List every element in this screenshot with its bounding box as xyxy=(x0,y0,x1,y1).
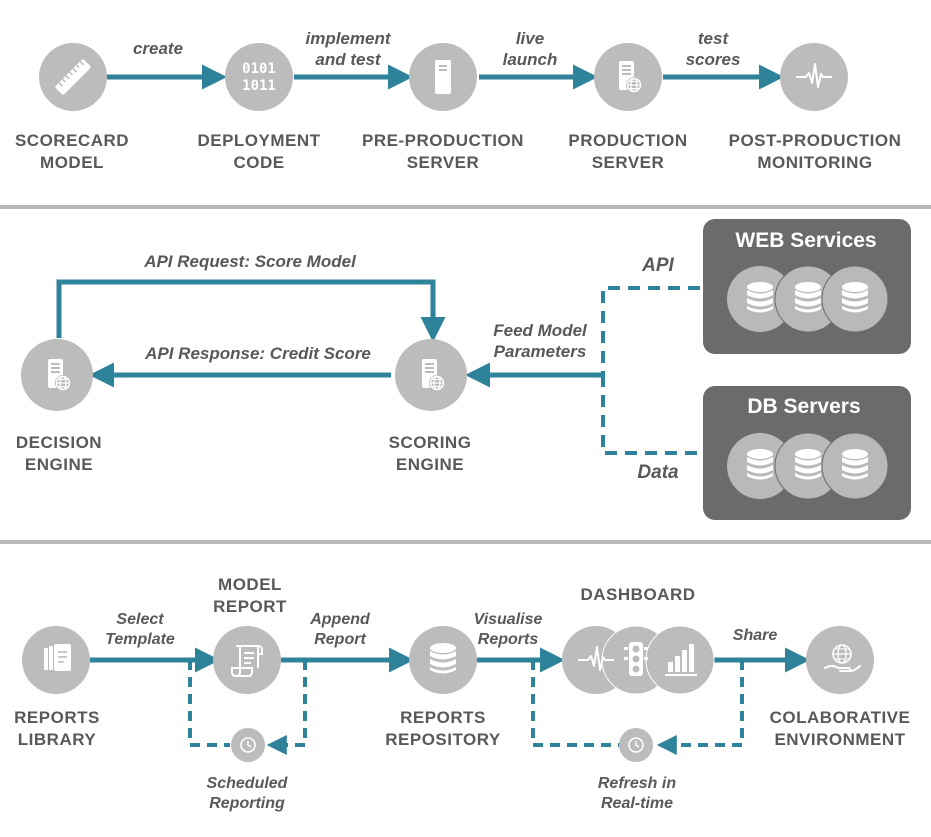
label-api: API xyxy=(642,255,674,276)
node-post-production-monitoring xyxy=(780,43,848,111)
scroll-icon xyxy=(231,645,263,678)
dashed-scheduled-out xyxy=(266,660,307,755)
node-production-server xyxy=(594,43,662,111)
documents-icon xyxy=(44,644,71,671)
dashed-api-link xyxy=(601,286,700,375)
traffic-light-icon xyxy=(624,642,648,676)
node-decision-engine xyxy=(21,339,93,411)
binary-code-icon: 0101 1011 xyxy=(242,61,276,94)
code-line-1: 0101 xyxy=(242,61,276,77)
code-line-2: 1011 xyxy=(242,78,276,94)
node-scoring-engine xyxy=(395,339,467,411)
dashed-refresh-out xyxy=(656,660,744,755)
dashed-data-link xyxy=(601,375,700,455)
globe-hand-icon xyxy=(824,644,861,672)
node-deployment-code: 0101 1011 xyxy=(225,43,293,111)
label-api-response: API Response: Credit Score xyxy=(145,344,371,363)
arrow-api-request xyxy=(56,279,446,342)
clock-refresh xyxy=(619,728,653,762)
node-model-report xyxy=(213,626,281,694)
clock-scheduled xyxy=(231,728,265,762)
label-dashboard: DASHBOARD xyxy=(580,585,696,604)
node-scorecard-model xyxy=(39,43,107,111)
ruler-icon xyxy=(55,59,91,95)
node-reports-library xyxy=(22,626,90,694)
node-pre-production-server xyxy=(409,43,477,111)
title-web-services: WEB Services xyxy=(735,229,877,252)
bar-chart-icon xyxy=(665,644,697,676)
db-servers-box xyxy=(703,386,911,520)
server-icon xyxy=(435,60,451,94)
dashed-scheduled-in xyxy=(188,660,230,747)
dashed-refresh-in xyxy=(531,660,620,747)
label-api-request: API Request: Score Model xyxy=(144,252,356,271)
web-services-box xyxy=(703,219,911,354)
label-share: Share xyxy=(732,627,778,644)
title-db-servers: DB Servers xyxy=(747,395,861,418)
dashboard-group xyxy=(562,625,715,695)
arrow-label-create: create xyxy=(132,39,184,58)
node-collaborative-environment xyxy=(806,626,874,694)
label-data: Data xyxy=(637,462,679,483)
node-reports-repository xyxy=(409,626,477,694)
